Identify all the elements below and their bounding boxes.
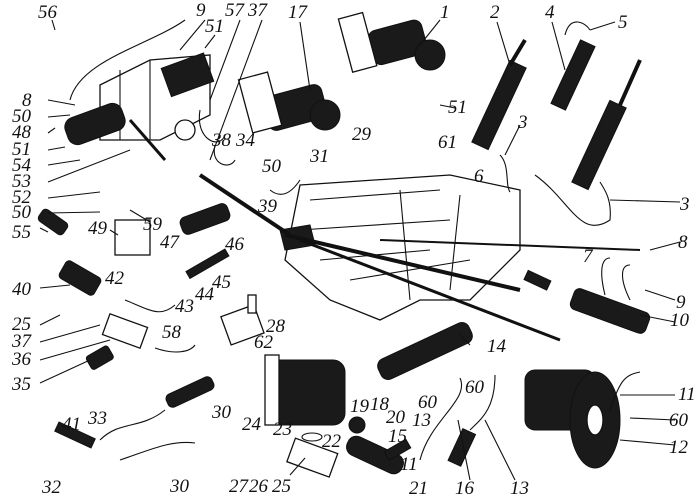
part-label: 3 bbox=[517, 112, 528, 133]
part-label: 9 bbox=[676, 292, 686, 313]
part-label: 51 bbox=[205, 16, 224, 37]
cylinder-right bbox=[523, 257, 651, 334]
part-label: 41 bbox=[62, 414, 81, 435]
part-label: 52 bbox=[12, 187, 32, 208]
part-label: 62 bbox=[254, 332, 274, 353]
part-label: 44 bbox=[195, 284, 215, 305]
part-label: 20 bbox=[386, 407, 406, 428]
part-label: 60 bbox=[465, 377, 485, 398]
part-label: 43 bbox=[175, 296, 194, 317]
part-label: 8 bbox=[22, 90, 32, 111]
part-label: 54 bbox=[12, 155, 32, 176]
part-label: 45 bbox=[212, 272, 231, 293]
part-label: 48 bbox=[12, 122, 32, 143]
part-label: 57 bbox=[225, 0, 246, 21]
part-label: 49 bbox=[88, 218, 108, 239]
part-label: 30 bbox=[169, 476, 190, 497]
leader-lines bbox=[39, 19, 681, 481]
part-label: 58 bbox=[162, 322, 182, 343]
part-label: 40 bbox=[12, 279, 32, 300]
part-label: 4 bbox=[545, 2, 555, 23]
hoses-fittings bbox=[37, 109, 301, 461]
part-label: 3 bbox=[679, 194, 690, 215]
part-label: 22 bbox=[322, 431, 342, 452]
part-label: 6 bbox=[474, 166, 484, 187]
part-label: 23 bbox=[273, 419, 292, 440]
part-label: 29 bbox=[352, 124, 372, 145]
part-label: 8 bbox=[678, 232, 688, 253]
part-label: 37 bbox=[247, 0, 269, 21]
part-label: 2 bbox=[490, 2, 500, 23]
part-label: 55 bbox=[12, 222, 31, 243]
part-label: 25 bbox=[272, 476, 291, 497]
part-label: 19 bbox=[350, 396, 370, 417]
part-label: 36 bbox=[11, 349, 32, 370]
gear-pump-24 bbox=[220, 294, 346, 478]
part-label: 50 bbox=[12, 106, 32, 127]
part-label: 56 bbox=[38, 2, 58, 23]
part-label: 13 bbox=[510, 478, 529, 499]
part-label: 31 bbox=[309, 146, 329, 167]
part-label: 51 bbox=[448, 97, 467, 118]
brake-drum bbox=[524, 369, 641, 469]
part-label: 1 bbox=[440, 2, 450, 23]
part-label: 21 bbox=[409, 478, 428, 499]
part-label: 25 bbox=[12, 314, 31, 335]
part-label: 24 bbox=[242, 414, 262, 435]
part-label: 13 bbox=[412, 410, 431, 431]
part-label: 60 bbox=[669, 410, 689, 431]
tractor-body bbox=[198, 173, 641, 342]
part-label: 27 bbox=[229, 476, 250, 497]
part-label: 38 bbox=[211, 130, 232, 151]
cylinder-14 bbox=[346, 322, 496, 475]
cylinders-top-right bbox=[471, 21, 642, 226]
part-label: 51 bbox=[12, 139, 31, 160]
part-label: 11 bbox=[400, 454, 418, 475]
part-label: 26 bbox=[249, 476, 269, 497]
part-label: 39 bbox=[257, 196, 278, 217]
part-label: 33 bbox=[87, 408, 107, 429]
part-label: 46 bbox=[225, 234, 245, 255]
part-label: 12 bbox=[669, 437, 689, 458]
part-label: 7 bbox=[583, 246, 594, 267]
part-label: 16 bbox=[455, 478, 475, 499]
part-label: 34 bbox=[235, 130, 256, 151]
hydraulic-pump bbox=[237, 11, 446, 134]
part-label: 30 bbox=[211, 402, 232, 423]
hydraulic-distributor bbox=[64, 19, 215, 161]
part-label: 47 bbox=[160, 232, 181, 253]
part-label: 28 bbox=[266, 316, 286, 337]
part-label: 37 bbox=[11, 331, 33, 352]
part-label: 15 bbox=[388, 426, 407, 447]
part-label: 17 bbox=[288, 2, 309, 23]
part-label: 42 bbox=[105, 268, 125, 289]
part-label: 59 bbox=[143, 214, 163, 235]
part-label: 32 bbox=[41, 477, 62, 498]
part-label: 35 bbox=[11, 374, 31, 395]
part-label: 53 bbox=[12, 171, 31, 192]
part-labels: 56 9 51 57 37 17 1 2 4 5 8 50 48 51 54 5… bbox=[11, 0, 696, 499]
part-label: 61 bbox=[438, 132, 457, 153]
part-label: 50 bbox=[12, 202, 32, 223]
part-label: 18 bbox=[370, 394, 390, 415]
part-label: 60 bbox=[418, 392, 438, 413]
part-label: 11 bbox=[678, 384, 696, 405]
part-label: 5 bbox=[618, 12, 628, 33]
part-label: 9 bbox=[196, 0, 206, 21]
part-label: 14 bbox=[487, 336, 507, 357]
part-label: 10 bbox=[670, 310, 690, 331]
part-label: 50 bbox=[262, 156, 282, 177]
